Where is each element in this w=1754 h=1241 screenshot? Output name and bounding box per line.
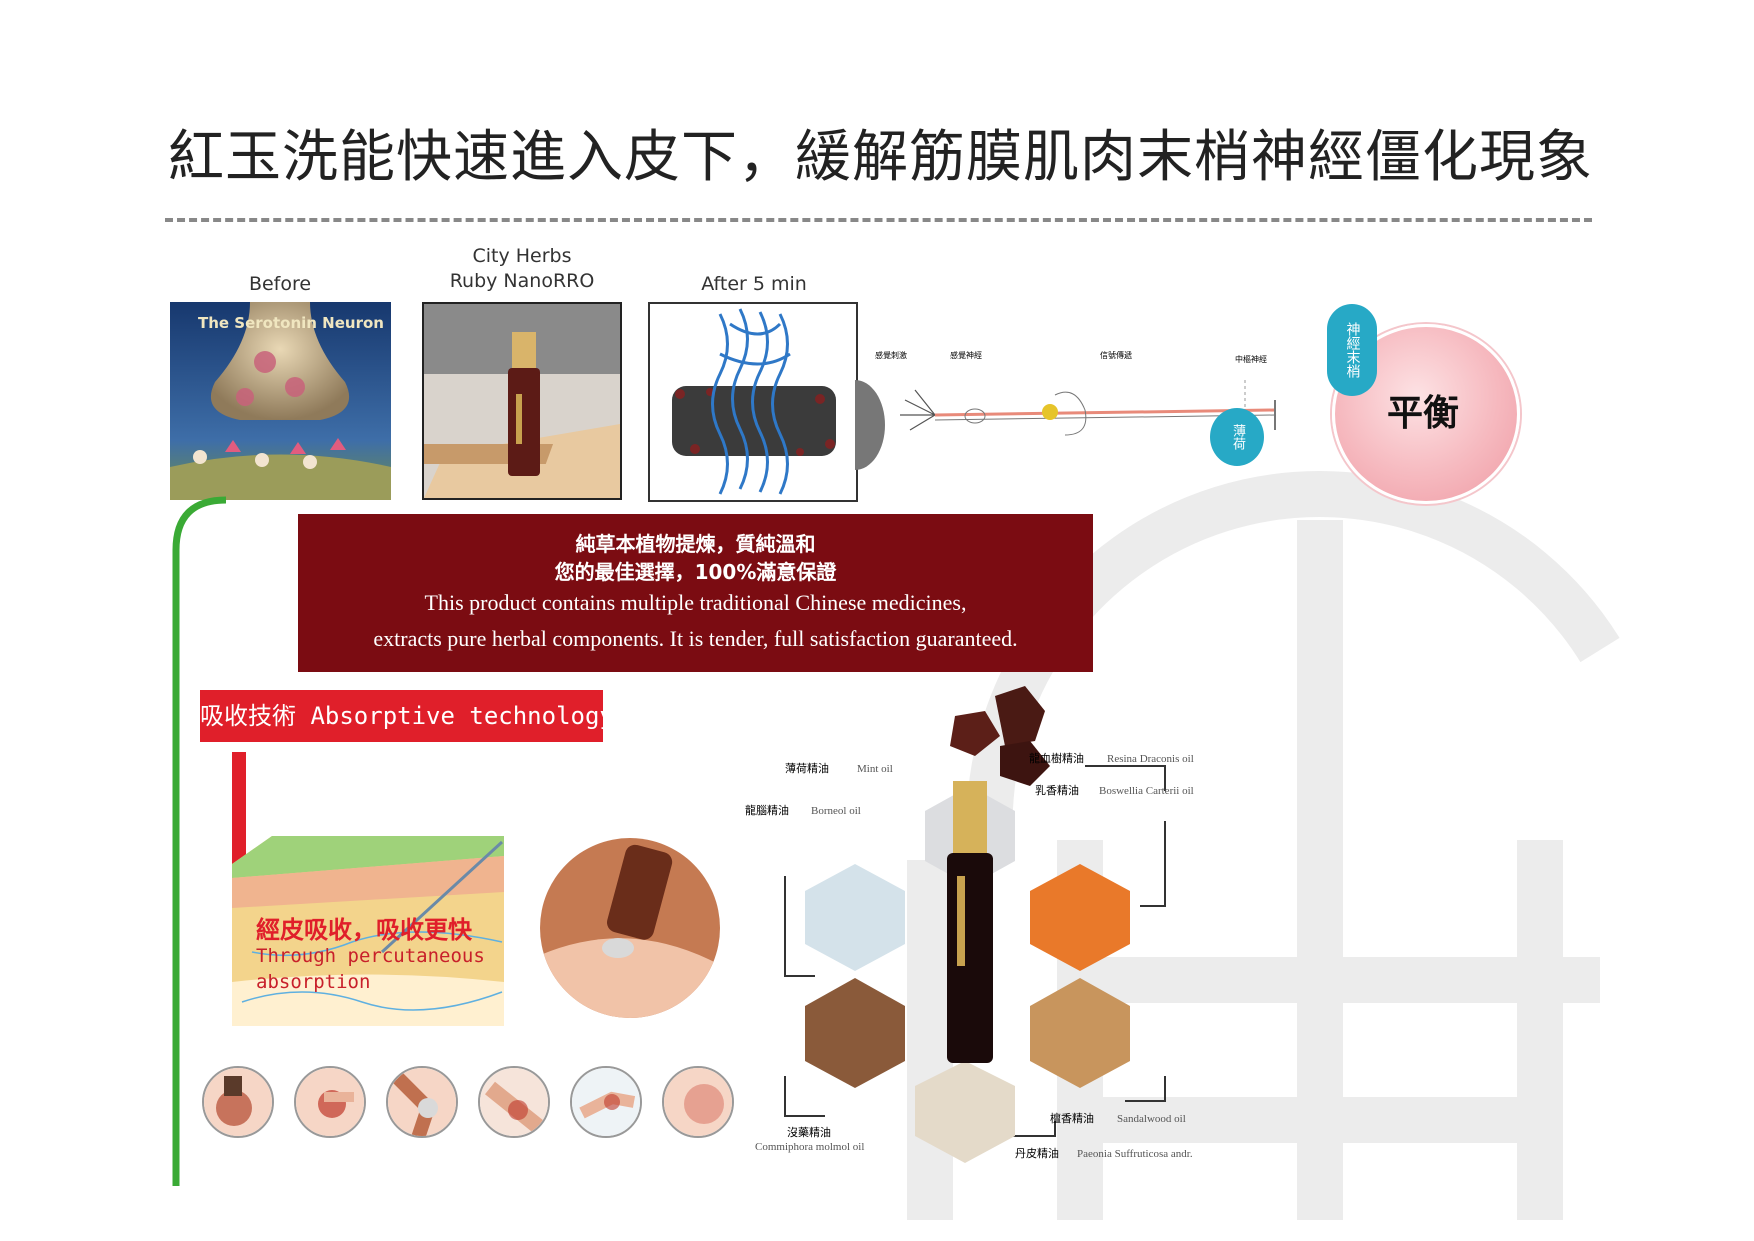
banner-en-line2: extracts pure herbal components. It is t…: [373, 626, 1018, 651]
herb-ingredients-graphic: 薄荷精油 Mint oil 龍腦精油 Borneol oil 龍血樹精油 Res…: [745, 686, 1194, 1163]
mint-bubble: [1210, 408, 1264, 466]
skin-absorption-zh: 經皮吸收，吸收更快: [256, 916, 472, 944]
herb-label-boswellia-zh: 乳香精油: [1035, 783, 1079, 797]
herb-label-borneol-zh: 龍腦精油: [745, 803, 789, 817]
herb-label-draconis-en: Resina Draconis oil: [1107, 753, 1194, 765]
herb-label-mint-en: Mint oil: [857, 763, 893, 775]
balance-label: 平衡: [1386, 393, 1459, 434]
caption-ruby-line2: Ruby NanoRRO: [449, 270, 595, 292]
roller-application-photo: [540, 838, 720, 1018]
body-area-icon-neck: [202, 1066, 274, 1138]
bottle-cap: [953, 781, 987, 853]
neuron-image-label: The Serotonin Neuron: [198, 314, 384, 332]
green-bracket: [172, 496, 227, 1186]
nerve-conduction-diagram: 感覺刺激 感覺神經 信號傳遞 中樞神經: [855, 350, 1276, 470]
after-protein-image: [648, 302, 858, 502]
caption-before: Before: [248, 273, 312, 295]
diagram-label-4: 中樞神經: [1235, 354, 1267, 364]
caption-ruby-line1: City Herbs: [472, 245, 572, 267]
herb-label-paeonia-zh: 丹皮精油: [1015, 1146, 1059, 1160]
herb-label-boswellia-en: Boswellia Carterii oil: [1099, 785, 1194, 797]
banner-zh-line1: 純草本植物提煉，質純溫和: [575, 532, 816, 556]
herb-label-paeonia-en: Paeonia Suffruticosa andr.: [1077, 1148, 1193, 1160]
banner-en-line1: This product contains multiple tradition…: [424, 590, 967, 615]
resina-draconis-image: [950, 686, 1050, 786]
diagram-label-1: 感覺刺激: [875, 350, 907, 360]
absorptive-technology-badge: 吸收技術 Absorptive technology: [200, 690, 614, 742]
skin-absorption-en-line2: absorption: [256, 971, 371, 993]
skin-absorption-en-line1: Through percutaneous: [256, 945, 485, 967]
herb-label-mint-zh: 薄荷精油: [785, 761, 829, 775]
body-area-icon-leg: [478, 1066, 550, 1138]
body-area-icon-hand: [570, 1066, 642, 1138]
diagram-label-2: 感覺神經: [950, 350, 982, 360]
ruby-product-image: [422, 302, 622, 500]
page-title: 紅玉洗能快速進入皮下，緩解筋膜肌肉末梢神經僵化現象: [168, 125, 1593, 190]
caption-after: After 5 min: [701, 273, 807, 295]
herb-label-draconis-zh: 龍血樹精油: [1029, 751, 1084, 765]
diagram-label-3: 信號傳遞: [1100, 350, 1132, 360]
body-area-icon-shoulder: [662, 1066, 734, 1138]
herb-label-sandalwood-zh: 檀香精油: [1050, 1111, 1094, 1125]
before-neuron-image: The Serotonin Neuron: [170, 302, 391, 500]
skin-layers-diagram: [232, 752, 504, 1026]
nerve-ending-label: 神經末梢: [1344, 322, 1361, 378]
title-divider: [165, 218, 1592, 222]
herb-label-sandalwood-en: Sandalwood oil: [1117, 1113, 1186, 1125]
herb-label-commiphora-zh: 沒藥精油: [787, 1125, 831, 1139]
sandalwood-hexagon: [1030, 978, 1130, 1088]
boswellia-hexagon: [1030, 864, 1130, 971]
banner-zh-line2: 您的最佳選擇，100%滿意保證: [554, 560, 837, 584]
product-banner: 純草本植物提煉，質純溫和 您的最佳選擇，100%滿意保證 This produc…: [298, 514, 1093, 672]
nerve-ending-bubble: [1327, 304, 1377, 396]
neuron-illustration: [170, 302, 391, 500]
herb-label-commiphora-en: Commiphora molmol oil: [755, 1141, 864, 1153]
paeonia-hexagon: [915, 1061, 1015, 1163]
bottle-body: [947, 853, 993, 1063]
body-area-icon-back: [294, 1066, 366, 1138]
caption-ruby: City Herbs Ruby NanoRRO: [422, 244, 622, 294]
herb-label-borneol-en: Borneol oil: [811, 805, 861, 817]
ruby-bottle-illustration: [424, 304, 620, 498]
commiphora-hexagon: [805, 978, 905, 1088]
mint-label: 薄荷: [1230, 424, 1245, 450]
protein-illustration: [650, 304, 856, 500]
body-area-icon-knee: [386, 1066, 458, 1138]
borneol-hexagon: [805, 864, 905, 971]
